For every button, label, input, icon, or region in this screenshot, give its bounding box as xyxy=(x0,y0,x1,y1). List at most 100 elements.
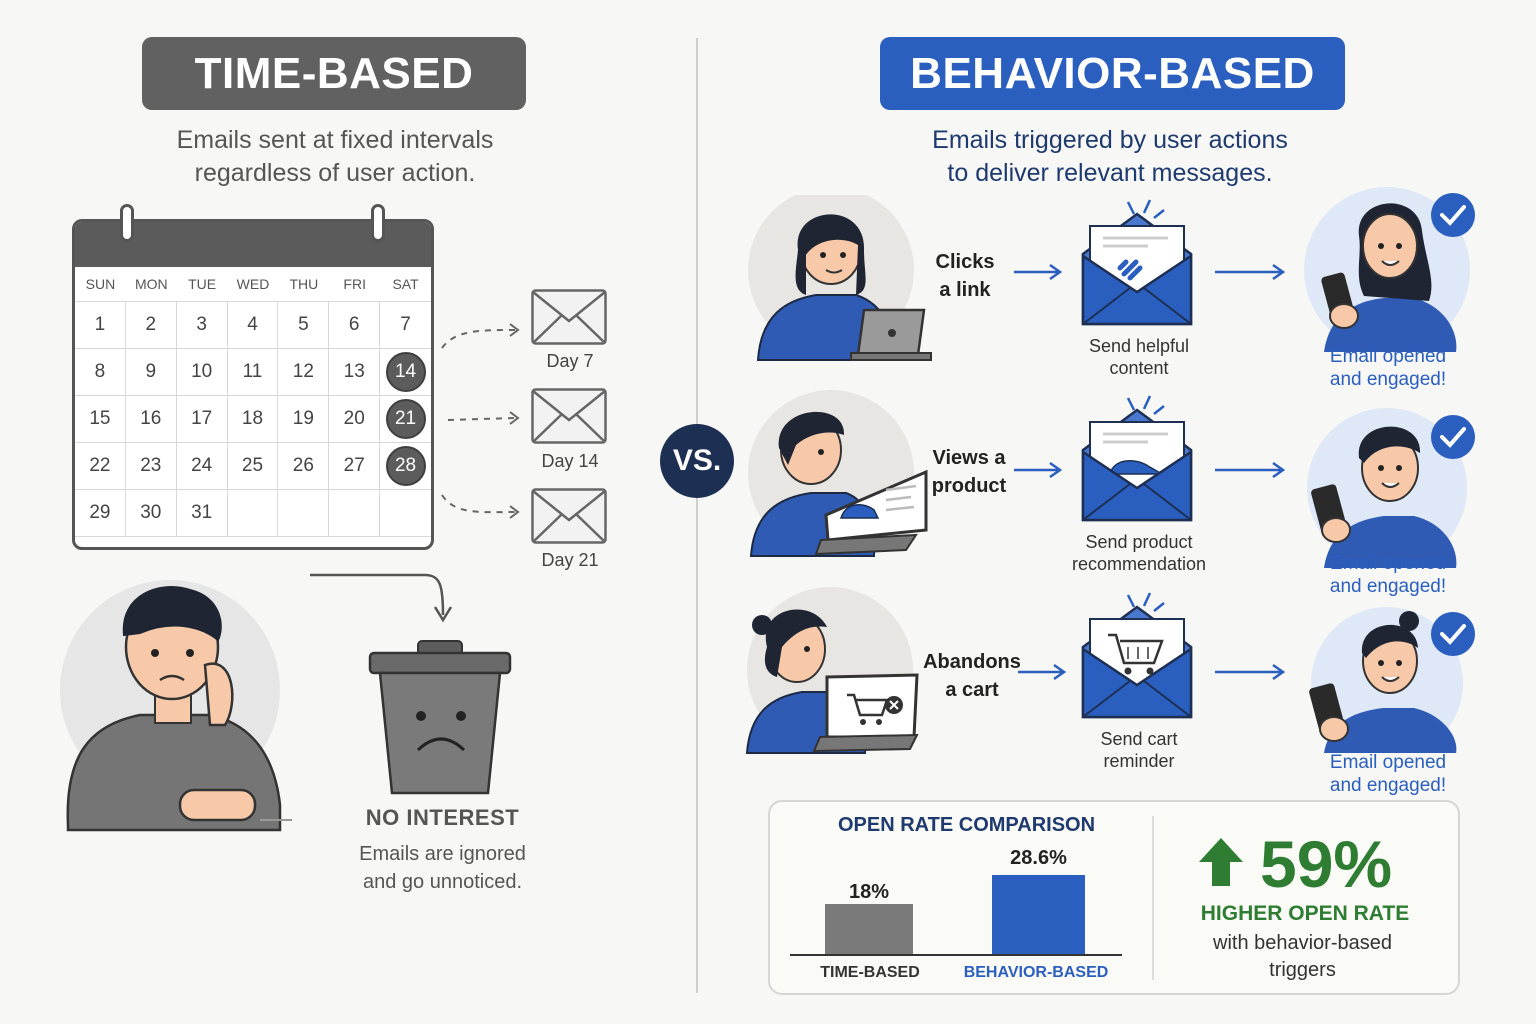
subtitle-line: to deliver relevant messages. xyxy=(947,159,1273,187)
calendar-date: 24 xyxy=(191,455,213,476)
calendar-day: 24 xyxy=(176,443,228,490)
arrow-right-icon xyxy=(1215,663,1286,681)
calendar-day: 7 xyxy=(380,302,431,349)
bar-time-based xyxy=(825,904,913,954)
calendar-day: 8 xyxy=(75,349,126,396)
bar-value-label: 28.6% xyxy=(1010,847,1067,869)
send-line: Send cart xyxy=(1100,729,1178,749)
calendar-day: 22 xyxy=(75,443,126,490)
trigger-action-line: Clicks xyxy=(935,251,995,273)
calendar-date: 18 xyxy=(241,408,264,429)
calendar-ring xyxy=(371,204,385,242)
calendar-date: 25 xyxy=(241,455,264,476)
time-based-subtitle: Emails sent at fixed intervals regardles… xyxy=(100,124,570,190)
send-line: recommendation xyxy=(1071,554,1207,574)
result-line: and engaged! xyxy=(1329,576,1447,597)
calendar-day: 14 xyxy=(380,349,431,396)
arrow-up-icon xyxy=(1199,838,1243,886)
higher-open-rate-label: HIGHER OPEN RATE xyxy=(1200,902,1410,925)
open-rate-comparison-panel xyxy=(768,800,1460,995)
calendar-day: 28 xyxy=(380,443,431,490)
increase-percentage: 59% xyxy=(1260,827,1393,901)
weekday-label: FRI xyxy=(343,276,366,292)
person-abandoning-cart-icon xyxy=(745,587,919,754)
subtitle-line: Emails sent at fixed intervals xyxy=(176,126,494,154)
calendar-day: 18 xyxy=(227,396,279,443)
calendar-date: 8 xyxy=(94,361,106,382)
result-line: Email opened xyxy=(1329,346,1447,367)
arrow-right-icon xyxy=(1215,461,1286,479)
email-day-label: Day 7 xyxy=(546,351,594,371)
no-interest-text: Emails are ignored and go unnoticed. xyxy=(330,840,555,896)
calendar-day: 5 xyxy=(278,302,330,349)
vs-badge: VS. xyxy=(660,424,734,498)
bar-category-label: BEHAVIOR-BASED xyxy=(963,964,1109,981)
calendar-day: 9 xyxy=(125,349,177,396)
arrow-to-trash xyxy=(310,573,453,623)
schedule-arrows xyxy=(441,323,520,519)
calendar-day: 15 xyxy=(75,396,126,443)
time-based-title: TIME-BASED xyxy=(142,37,526,110)
calendar-date: 22 xyxy=(89,455,111,476)
subtext-line: triggers xyxy=(1269,959,1336,981)
calendar-day: 3 xyxy=(176,302,228,349)
calendar-day: 27 xyxy=(329,443,381,490)
calendar-date: 9 xyxy=(145,361,157,382)
calendar-date: 7 xyxy=(400,314,411,335)
calendar-day: 1 xyxy=(75,302,126,349)
center-divider xyxy=(696,38,698,993)
result-line: and engaged! xyxy=(1329,369,1447,390)
bored-person-icon xyxy=(60,580,292,832)
calendar-day: 13 xyxy=(329,349,381,396)
send-line: reminder xyxy=(1103,751,1175,771)
calendar-date: 20 xyxy=(343,408,365,429)
engaged-user-icon xyxy=(1307,408,1475,568)
calendar-date: 12 xyxy=(292,361,314,382)
email-day-label: Day 14 xyxy=(541,451,599,471)
calendar-day: 26 xyxy=(278,443,330,490)
calendar-day: 4 xyxy=(227,302,279,349)
subtext-line: with behavior-based xyxy=(1213,932,1392,954)
send-line: Send product xyxy=(1085,532,1193,552)
weekday-label: WED xyxy=(236,276,270,292)
arrow-right-icon xyxy=(1215,263,1286,281)
calendar-day: 17 xyxy=(176,396,228,443)
calendar-date: 26 xyxy=(292,455,314,476)
result-label: Email opened and engaged! xyxy=(1300,345,1476,391)
arrow-right-icon xyxy=(1014,461,1063,479)
calendar-date: 3 xyxy=(196,314,207,335)
calendar-date: 6 xyxy=(348,314,360,335)
send-line: Send helpful xyxy=(1088,336,1190,356)
calendar-date: 14 xyxy=(385,352,426,392)
no-interest-title: NO INTEREST xyxy=(365,805,520,830)
link-email-icon xyxy=(1081,199,1193,326)
calendar-day: 20 xyxy=(329,396,381,443)
calendar-date: 28 xyxy=(385,446,426,486)
calendar-date: 30 xyxy=(140,502,162,523)
result-line: Email opened xyxy=(1329,553,1447,574)
bar-category-label: TIME-BASED xyxy=(820,964,920,981)
weekday-label: SUN xyxy=(85,276,116,292)
weekday-label: THU xyxy=(289,276,319,292)
calendar-day: 10 xyxy=(176,349,228,396)
calendar-date: 11 xyxy=(242,361,263,382)
trash-can-icon xyxy=(368,640,512,795)
calendar-day: 31 xyxy=(176,490,228,537)
send-label: Send cart reminder xyxy=(1060,728,1218,772)
behavior-based-title: BEHAVIOR-BASED xyxy=(880,37,1345,110)
calendar-date: 5 xyxy=(298,314,309,335)
result-line: Email opened xyxy=(1329,752,1447,773)
calendar-day: 30 xyxy=(125,490,177,537)
trigger-action-line: a link xyxy=(939,279,991,301)
arrow-right-icon xyxy=(1014,263,1063,281)
calendar-day: 25 xyxy=(227,443,279,490)
email-day-label: Day 21 xyxy=(541,550,599,570)
bar-value-label: 18% xyxy=(848,881,890,903)
envelope-icon xyxy=(531,289,607,345)
weekday-label: SAT xyxy=(392,276,419,292)
calendar-date: 19 xyxy=(292,408,314,429)
person-laptop-icon xyxy=(748,195,932,361)
